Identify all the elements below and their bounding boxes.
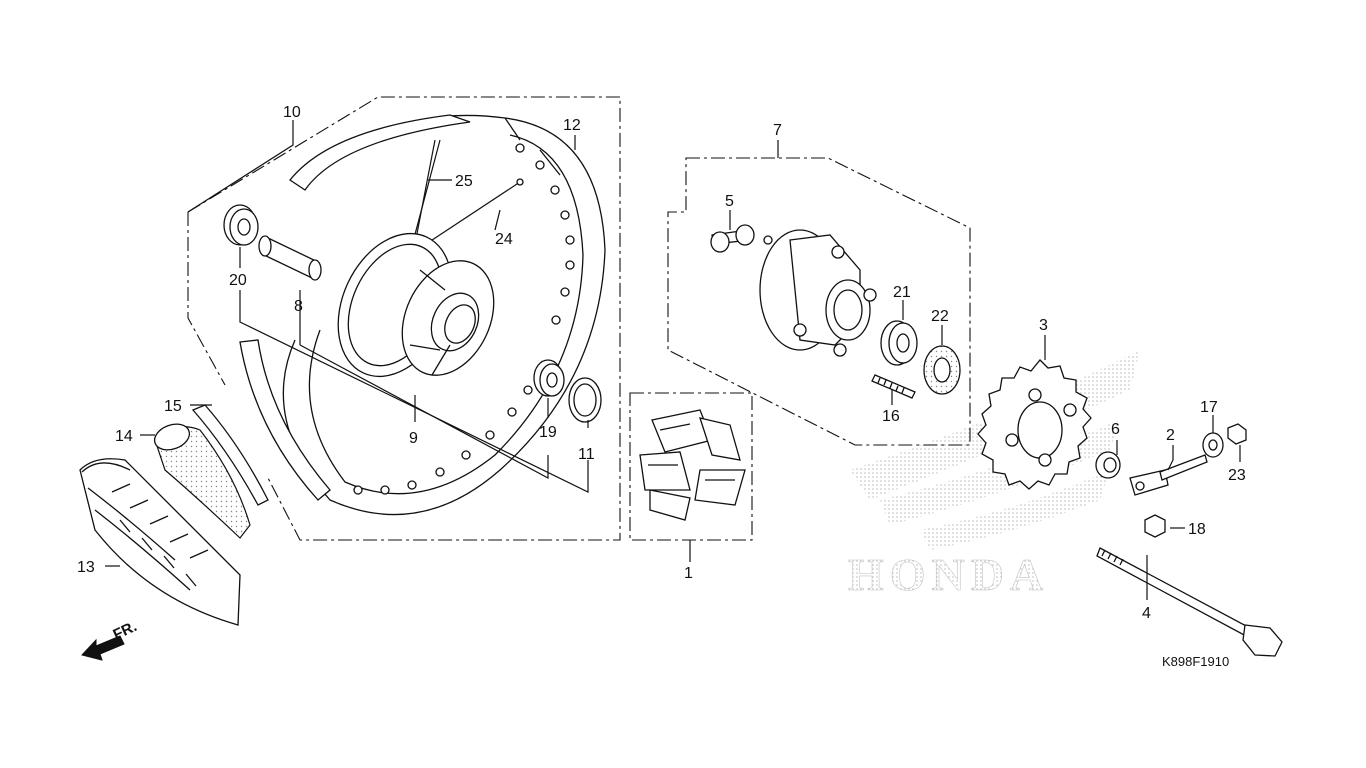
bearing-20 — [223, 204, 259, 246]
callout-14: 14 — [115, 428, 133, 445]
callout-24: 24 — [495, 231, 513, 248]
final-driven-sprocket — [977, 359, 1092, 490]
diagram-code: K898F1910 — [1162, 654, 1229, 669]
chain-adjuster — [1129, 454, 1208, 496]
rim-section — [289, 114, 471, 191]
callout-4: 4 — [1142, 605, 1151, 622]
callout-25: 25 — [455, 173, 473, 190]
callout-23: 23 — [1228, 467, 1246, 484]
callout-6: 6 — [1111, 421, 1120, 438]
callout-12: 12 — [563, 117, 581, 134]
tire-13 — [79, 458, 241, 626]
callout-13: 13 — [77, 559, 95, 576]
callout-2: 2 — [1166, 427, 1175, 444]
oil-seal-11 — [568, 377, 602, 423]
honda-wordmark: HONDA — [848, 549, 1049, 600]
axle-spacer — [258, 235, 322, 281]
callout-7: 7 — [773, 122, 782, 139]
nut-17 — [1202, 432, 1224, 458]
front-arrow-icon — [81, 635, 125, 661]
stud-bolt-16 — [871, 374, 916, 399]
collar-5 — [710, 224, 755, 253]
oil-seal-22 — [923, 345, 961, 395]
collar-6 — [1095, 451, 1121, 479]
callout-22: 22 — [931, 308, 949, 325]
group-outlines — [187, 96, 971, 541]
callout-5: 5 — [725, 193, 734, 210]
callout-1: 1 — [684, 565, 693, 582]
rim-band-15 — [191, 404, 269, 506]
tube-14 — [153, 423, 251, 539]
callout-labels: 1 2 3 4 5 6 7 8 9 10 11 12 13 14 15 16 1… — [77, 104, 1246, 622]
nut-23 — [1227, 423, 1247, 445]
callout-3: 3 — [1039, 317, 1048, 334]
wheel-hub — [337, 232, 495, 378]
rim-band-section — [239, 339, 331, 501]
sprocket-flange — [759, 229, 877, 357]
damper-rubbers — [639, 409, 746, 521]
callout-17: 17 — [1200, 399, 1218, 416]
callout-16: 16 — [882, 408, 900, 425]
callout-8: 8 — [294, 298, 303, 315]
callout-18: 18 — [1188, 521, 1206, 538]
callout-20: 20 — [229, 272, 247, 289]
callout-15: 15 — [164, 398, 182, 415]
callout-19: 19 — [539, 424, 557, 441]
callout-21: 21 — [893, 284, 911, 301]
leader-lines — [105, 120, 1241, 600]
callout-11: 11 — [578, 446, 595, 463]
nut-18 — [1144, 514, 1166, 538]
callout-10: 10 — [283, 104, 301, 121]
bearing-21 — [880, 320, 918, 366]
rim-spoke-holes — [353, 143, 575, 495]
bearing-19 — [533, 359, 565, 397]
front-direction-indicator: FR. — [81, 618, 140, 661]
rear-axle — [1096, 547, 1283, 657]
callout-9: 9 — [409, 430, 418, 447]
front-arrow-label: FR. — [111, 618, 140, 644]
